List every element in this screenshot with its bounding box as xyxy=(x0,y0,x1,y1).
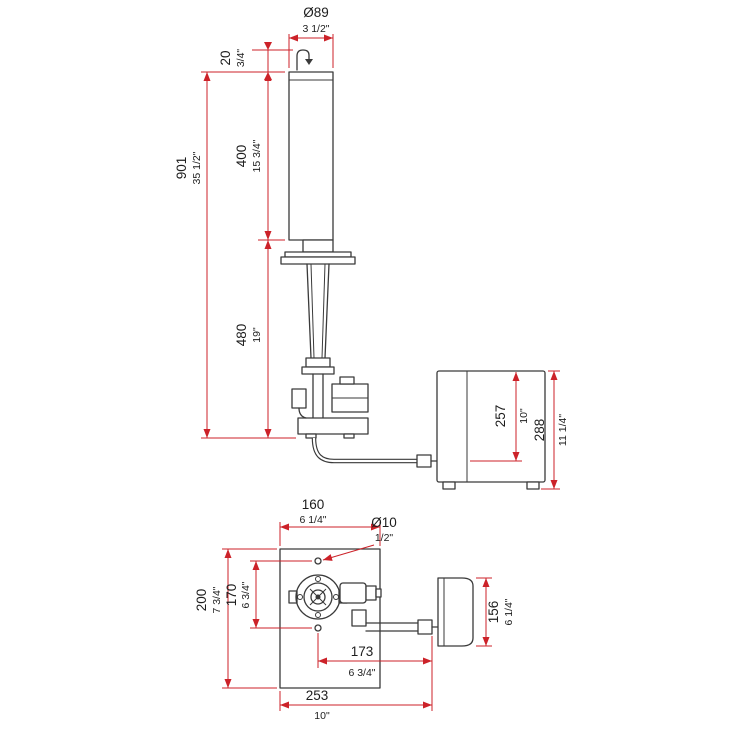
spout-column xyxy=(288,71,334,241)
mounting-hole-top xyxy=(314,557,322,565)
valve-elbow-plan xyxy=(351,609,367,627)
dim-lower-height: 480 19" xyxy=(234,240,272,438)
shank-tube-inner-right xyxy=(321,263,326,359)
control-box-foot-left xyxy=(442,481,456,490)
dim-hole-spacing: 170 6 3/4" xyxy=(224,560,312,629)
solenoid-cap xyxy=(339,376,355,385)
dim-hole-diameter-inch: 1/2" xyxy=(375,532,394,544)
mounting-flange-upper xyxy=(284,251,352,258)
dim-body-height: 400 15 3/4" xyxy=(234,72,272,240)
dim-plate-width-mm: 160 xyxy=(302,497,325,512)
hose-inner xyxy=(312,437,417,463)
dim-box-depth-inch: 6 1/4" xyxy=(503,598,515,625)
dim-plate-width-inch: 6 1/4" xyxy=(299,514,326,526)
dim-body-height-inch: 15 3/4" xyxy=(251,139,263,172)
dim-box-overall-height-inch: 11 1/4" xyxy=(557,414,569,446)
dim-spout-diameter: Ø89 3 1/2" xyxy=(288,5,334,68)
dim-hole-to-fitting-mm: 173 xyxy=(351,644,374,659)
dim-plate-depth-inch: 7 3/4" xyxy=(211,586,223,613)
dim-box-depth-mm: 156 xyxy=(486,601,501,624)
dim-box-overall-height: 288 11 1/4" xyxy=(532,370,569,490)
side-view-dimensions: Ø89 3 1/2" 20 3/4" 400 15 3/4" 901 35 1/… xyxy=(174,5,569,490)
dim-hole-diameter-mm: Ø10 xyxy=(371,515,397,530)
manifold-foot-right xyxy=(343,433,355,439)
base-bolt-top xyxy=(315,576,321,582)
hose-fitting xyxy=(416,454,432,468)
dim-lower-height-inch: 19" xyxy=(251,327,263,343)
base-bolt-right xyxy=(333,594,339,600)
dim-plate-depth-mm: 200 xyxy=(194,589,209,612)
dim-overall-height-mm: 901 xyxy=(174,157,189,180)
control-box-foot-right xyxy=(526,481,540,490)
dim-overall-height: 901 35 1/2" xyxy=(174,72,211,438)
dim-tip-height-inch: 3/4" xyxy=(235,49,247,68)
valve-manifold xyxy=(297,417,369,435)
shank-tube-inner-left xyxy=(310,263,315,359)
mixing-valve-assembly xyxy=(291,357,369,439)
dim-box-inlet-height-inch: 10" xyxy=(518,408,530,424)
control-box-plan-body xyxy=(437,577,474,647)
dim-box-depth: 156 6 1/4" xyxy=(476,577,515,647)
base-cross-line-2 xyxy=(309,588,327,606)
valve-motor-body xyxy=(339,582,367,604)
dim-box-inlet-height: 257 10" xyxy=(470,372,530,462)
shank-tube-right xyxy=(324,263,330,359)
dim-hole-to-fitting: 173 6 3/4" xyxy=(317,633,433,711)
dim-overall-height-inch: 35 1/2" xyxy=(191,151,203,184)
dim-plate-depth: 200 7 3/4" xyxy=(194,548,277,689)
shank-tube-left xyxy=(306,263,312,359)
dim-tip-height-mm: 20 xyxy=(218,50,233,65)
valve-top-view xyxy=(339,582,382,627)
dim-hole-diameter: Ø10 1/2" xyxy=(322,515,397,561)
dim-hole-spacing-mm: 170 xyxy=(224,584,239,607)
dim-overall-width-inch: 10" xyxy=(314,710,330,722)
dim-tip-height: 20 3/4" xyxy=(218,42,272,80)
plan-view xyxy=(279,548,474,689)
base-middle-circle xyxy=(303,582,333,612)
faucet-spout xyxy=(280,49,356,359)
plan-view-dimensions: 160 6 1/4" Ø10 1/2" 200 7 3/4" 170 6 3/4… xyxy=(194,497,515,722)
control-box-body xyxy=(436,370,546,483)
dim-hole-to-fitting-inch: 6 3/4" xyxy=(348,667,375,679)
spout-nozzle-tip xyxy=(305,59,313,65)
coupler xyxy=(305,357,331,368)
base-inner-circle xyxy=(310,589,326,605)
base-bolt-bottom xyxy=(315,612,321,618)
dim-overall-width: 253 10" xyxy=(279,688,432,722)
spout-neck xyxy=(302,239,334,253)
elbow-pipe xyxy=(298,407,307,419)
dim-plate-width: 160 6 1/4" xyxy=(279,497,381,546)
dim-lower-height-mm: 480 xyxy=(234,324,249,347)
inlet-elbow xyxy=(291,388,307,409)
hose-outer xyxy=(311,437,417,464)
supply-hose xyxy=(311,437,438,468)
collar xyxy=(301,366,335,375)
spout-outlet-hook xyxy=(296,49,310,71)
manifold-foot-left xyxy=(305,433,317,439)
pipe-run-plan xyxy=(365,619,439,635)
dim-hole-spacing-inch: 6 3/4" xyxy=(240,581,252,608)
base-bolt-left xyxy=(297,594,303,600)
valve-motor-tip xyxy=(375,588,382,598)
dim-box-overall-height-mm: 288 xyxy=(532,419,547,442)
control-box-plan xyxy=(437,577,474,647)
valve-motor-cap xyxy=(365,585,377,601)
pipe-fitting-plan xyxy=(417,619,433,635)
dim-body-height-mm: 400 xyxy=(234,145,249,168)
mounting-flange-lower xyxy=(280,256,356,265)
dim-spout-diameter-mm: Ø89 xyxy=(303,5,329,20)
mounting-hole-bottom xyxy=(314,624,322,632)
control-box-side xyxy=(436,370,546,490)
dim-extension-lines-left xyxy=(201,49,296,439)
dim-spout-diameter-inch: 3 1/2" xyxy=(302,23,329,35)
dim-overall-width-mm: 253 xyxy=(306,688,329,703)
dim-box-inlet-height-mm: 257 xyxy=(493,405,508,428)
